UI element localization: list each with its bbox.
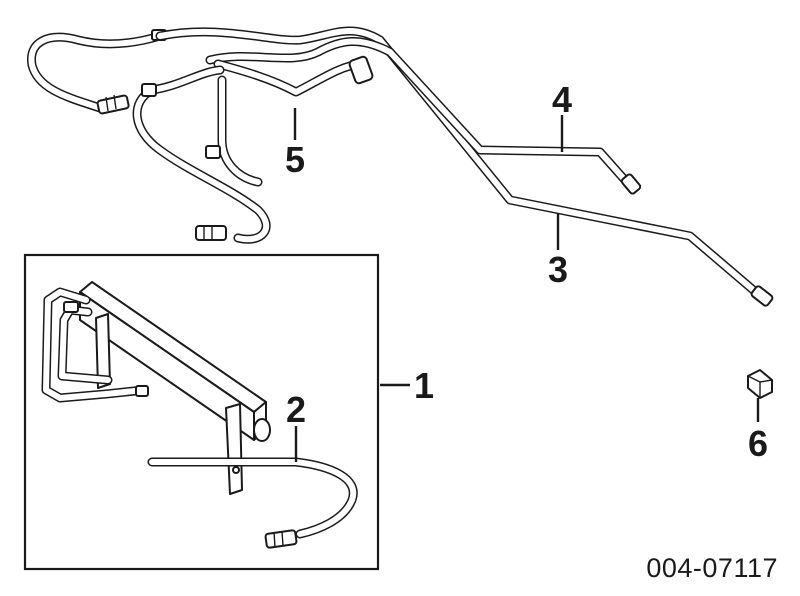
leader-lines xyxy=(293,108,760,462)
callout-5: 5 xyxy=(285,139,305,180)
cooler-line-5 xyxy=(205,55,374,187)
callout-6: 6 xyxy=(748,423,768,464)
diagram-code: 004-07117 xyxy=(646,553,778,583)
callout-3: 3 xyxy=(548,249,568,290)
lower-supply-hose xyxy=(132,65,271,244)
cooler-line-4 xyxy=(205,36,642,195)
tube-nut-6 xyxy=(747,369,773,399)
callout-4: 4 xyxy=(552,79,572,120)
inset-frame xyxy=(23,253,380,571)
upper-return-hose xyxy=(27,29,167,115)
callout-2: 2 xyxy=(286,389,306,430)
oil-cooler-assembly xyxy=(41,281,271,495)
cooler-line-2 xyxy=(147,457,358,549)
cooler-line-3 xyxy=(155,26,774,307)
callout-1: 1 xyxy=(414,365,434,406)
